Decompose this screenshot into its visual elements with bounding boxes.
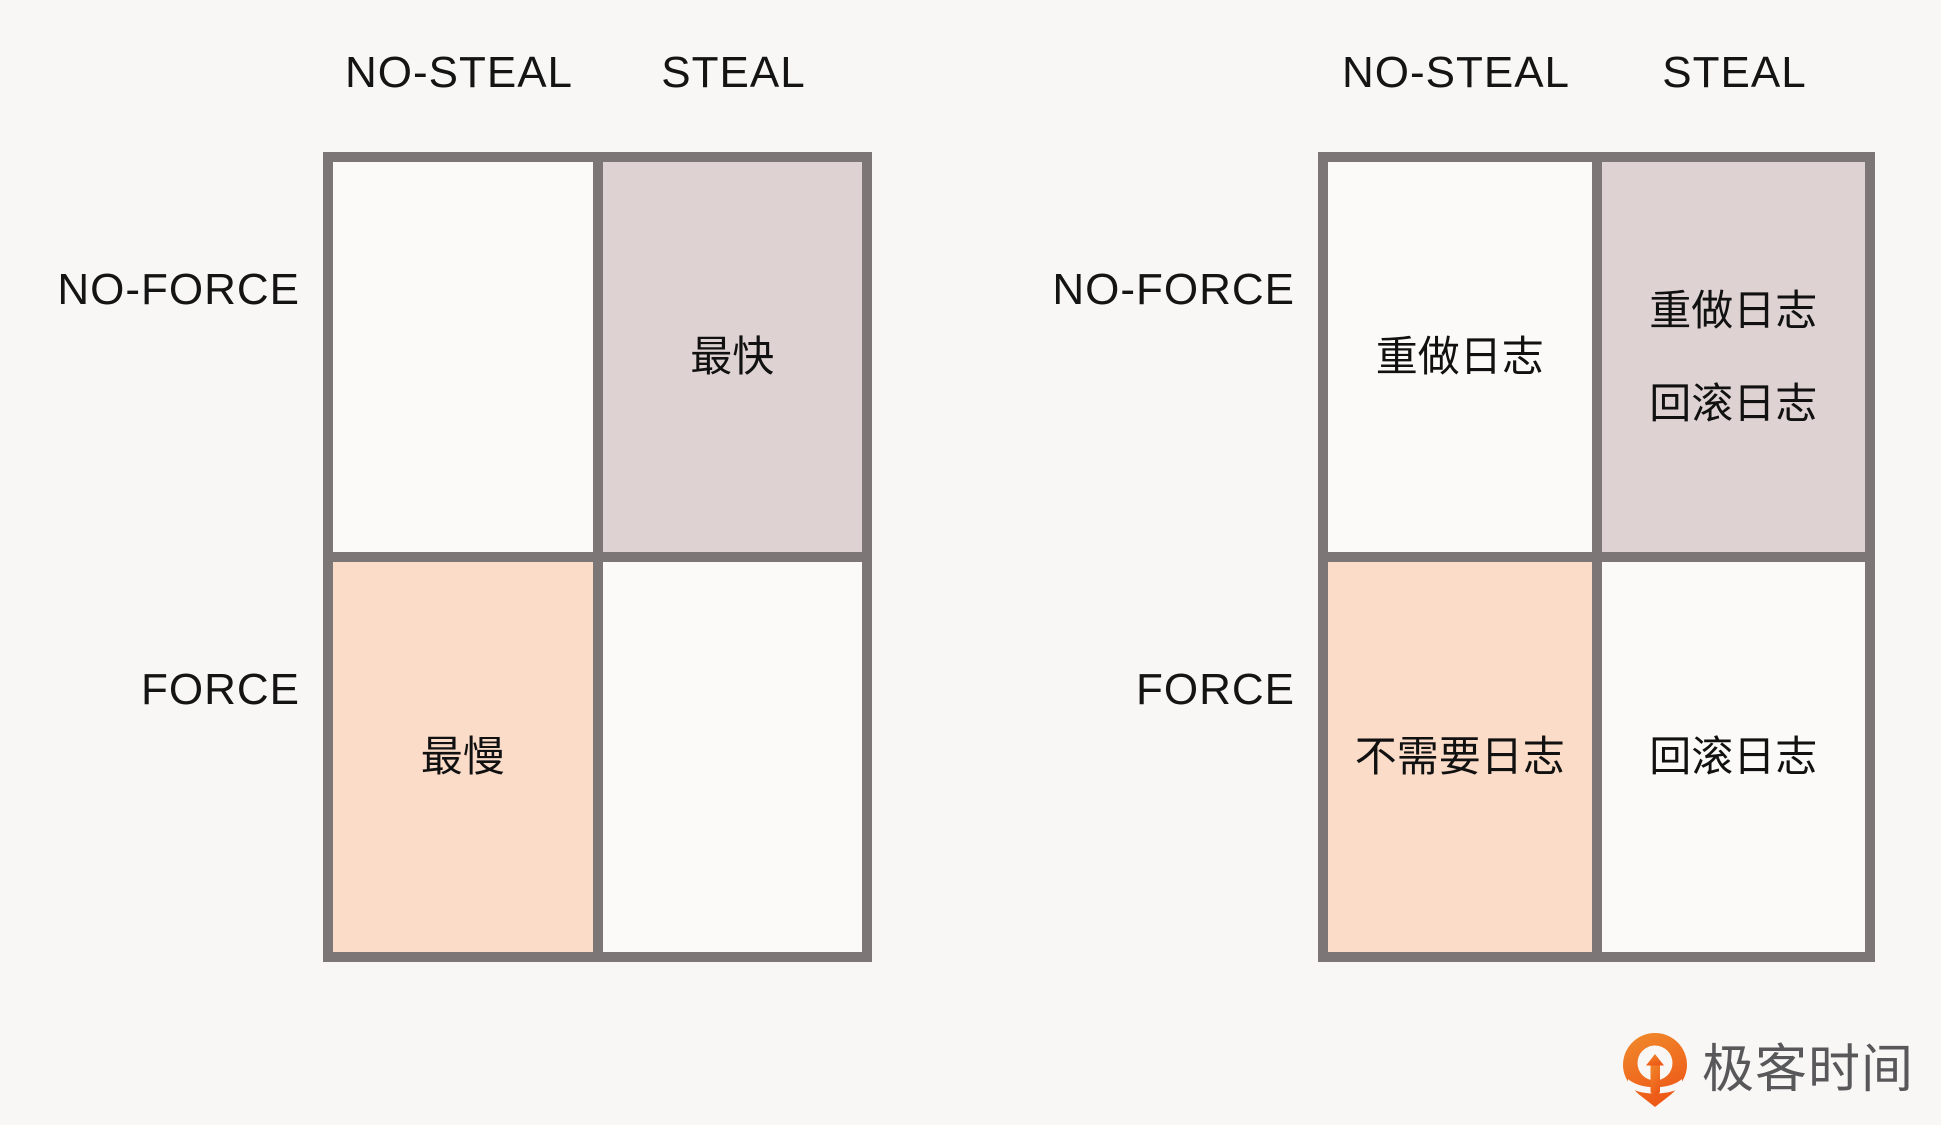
cell-no-force-no-steal [333,162,593,552]
geektime-pin-icon [1622,1032,1688,1108]
logging-matrix-grid: 重做日志 重做日志 回滚日志 不需要日志 回滚日志 [1318,152,1875,962]
row-label-no-force: NO-FORCE [57,265,300,314]
cell-text: 最快 [690,332,775,382]
logging-matrix: NO-STEAL STEAL NO-FORCE FORCE 重做日志 重做日志 … [1052,48,1875,962]
row-label-force: FORCE [141,665,300,714]
cell-text-line-1: 重做日志 [1649,285,1818,335]
cell-text: 不需要日志 [1354,732,1565,782]
cell-force-no-steal: 不需要日志 [1328,562,1592,952]
cell-no-force-steal: 最快 [602,162,862,552]
cell-text-line-2: 回滚日志 [1649,379,1818,428]
cell-force-steal: 回滚日志 [1601,562,1865,952]
row-label-force: FORCE [1136,665,1295,714]
row-label-no-force: NO-FORCE [1052,265,1295,314]
column-header-steal: STEAL [1662,48,1807,97]
performance-matrix: NO-STEAL STEAL NO-FORCE FORCE 最快 最慢 [0,0,900,1000]
cell-text: 回滚日志 [1649,732,1818,782]
geektime-logo-text: 极客时间 [1702,1040,1915,1100]
geektime-logo: 极客时间 [1622,1032,1914,1108]
cell-force-no-steal: 最慢 [333,562,593,952]
performance-matrix-grid: 最快 最慢 [323,152,872,962]
cell-force-steal [602,562,862,952]
column-header-no-steal: NO-STEAL [344,48,574,97]
column-header-no-steal: NO-STEAL [1341,48,1571,97]
cell-no-force-no-steal: 重做日志 [1328,162,1592,552]
performance-matrix-column-headers: NO-STEAL STEAL [323,48,872,98]
cell-no-force-steal: 重做日志 回滚日志 [1601,162,1865,552]
column-header-steal: STEAL [661,48,806,97]
logging-matrix-column-headers: NO-STEAL STEAL [1318,48,1875,98]
cell-text: 最慢 [420,732,505,782]
cell-text: 重做日志 [1375,332,1544,382]
